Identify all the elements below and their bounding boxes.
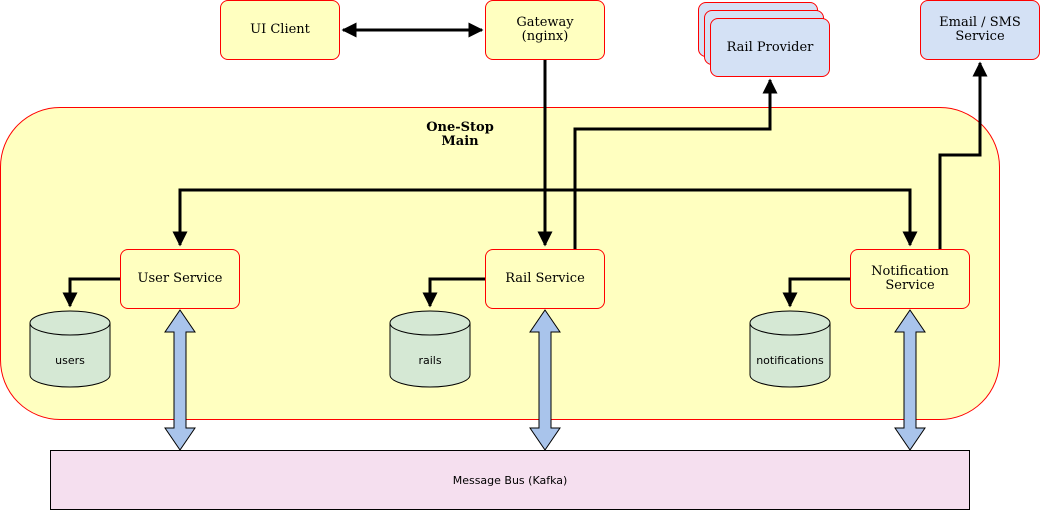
gateway-label: Gateway (nginx) [516, 15, 574, 44]
message-bus[interactable]: Message Bus (Kafka) [50, 450, 970, 510]
rail-bus-arrow [529, 309, 561, 451]
user-service-label: User Service [137, 271, 223, 286]
rail-db-connector [422, 277, 485, 308]
message-bus-label: Message Bus (Kafka) [452, 473, 568, 487]
ui-client-label: UI Client [250, 22, 310, 37]
user-service-node[interactable]: User Service [120, 249, 240, 309]
email-sms-label: Email / SMS Service [939, 15, 1021, 44]
email-connector [938, 61, 988, 249]
user-db-connector [62, 277, 120, 308]
container-title: One-Stop Main [426, 120, 494, 149]
ui-client-node[interactable]: UI Client [220, 0, 340, 60]
rail-provider-label: Rail Provider [726, 39, 814, 55]
rail-provider-connector [573, 78, 778, 249]
notification-service-node[interactable]: Notification Service [850, 249, 970, 309]
notification-bus-arrow [894, 309, 926, 451]
email-sms-node[interactable]: Email / SMS Service [920, 0, 1040, 60]
user-notification-connector [172, 188, 918, 247]
gateway-node[interactable]: Gateway (nginx) [485, 0, 605, 60]
rail-provider-node[interactable]: Rail Provider [710, 18, 830, 77]
notification-db-connector [782, 277, 850, 308]
users-db-icon [29, 310, 111, 388]
rails-db-label: rails [418, 354, 442, 367]
rail-service-node[interactable]: Rail Service [485, 249, 605, 309]
user-bus-arrow [164, 309, 196, 451]
rails-db-icon [389, 310, 471, 388]
users-db-label: users [55, 354, 85, 367]
notification-service-label: Notification Service [871, 264, 949, 293]
notifications-db-label: notifications [756, 354, 824, 367]
notifications-db-icon [749, 310, 831, 388]
rail-service-label: Rail Service [505, 271, 585, 286]
